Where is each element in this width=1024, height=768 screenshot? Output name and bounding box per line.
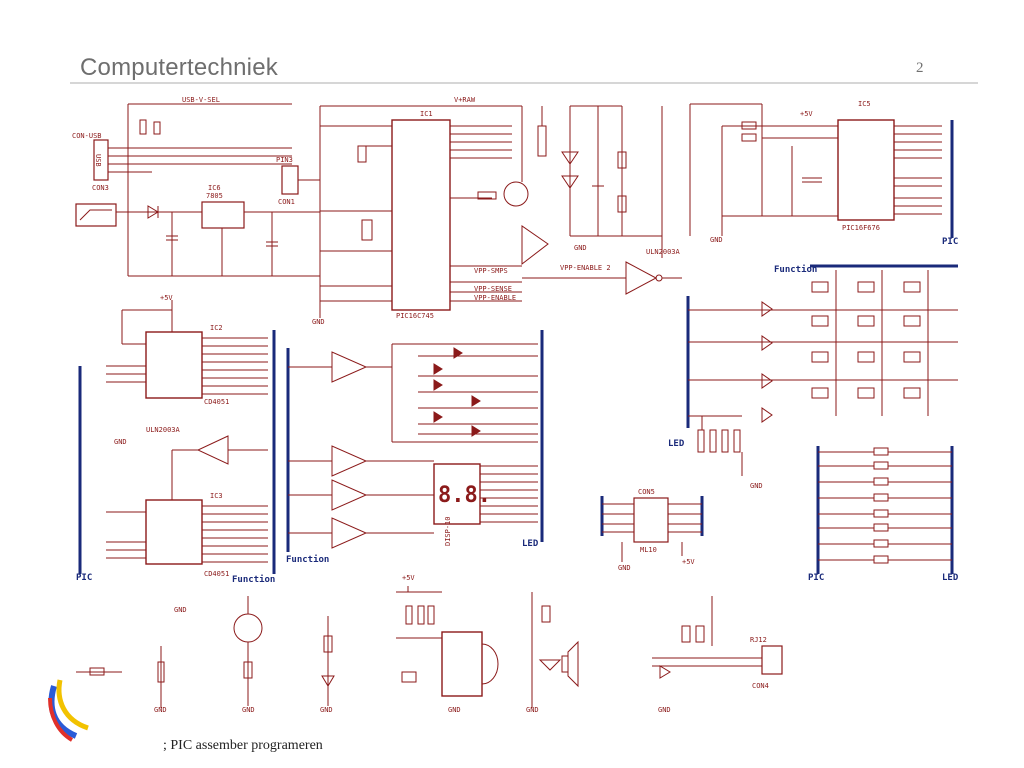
pic-bottom-right-label: PIC xyxy=(808,573,824,583)
con-usb-label: CON-USB xyxy=(72,132,102,140)
gnd-label-2: GND xyxy=(574,244,587,252)
gnd-label-4: GND xyxy=(618,564,631,572)
logo-icon xyxy=(48,679,89,742)
usb-power-section: CON-USB USB CON3 USB-V-SEL IC6 7805 PIN3… xyxy=(72,96,321,301)
slide-caption: ; PIC assember programeren xyxy=(163,738,323,753)
ic3-name: CD4051 xyxy=(204,570,229,578)
gnd-label-12: GND xyxy=(658,706,671,714)
switch-matrix: Function LED xyxy=(668,264,958,476)
gnd-label-6: GND xyxy=(174,606,187,614)
ic5-pic16f676: IC5 PIC16F676 PIC xyxy=(689,100,958,247)
gnd-label-10: GND xyxy=(448,706,461,714)
ic1-pic16c745: IC1 PIC16C745 V+RAW VPP-SMPS VPP-SENSE V… xyxy=(319,96,522,320)
ic6-label: IC6 xyxy=(208,184,221,192)
pic-right-label: PIC xyxy=(942,237,958,247)
page-number: 2 xyxy=(916,60,924,76)
led-driver-section: Function LED 8.8. DISP-10 xyxy=(286,330,544,565)
ic3-cd4051: IC3 CD4051 ULN2003A xyxy=(106,426,268,578)
vpp-sense-label: VPP-SENSE xyxy=(474,285,512,293)
ic1-label: IC1 xyxy=(420,110,433,118)
seven-segment-display: 8.8. xyxy=(438,483,491,508)
gnd-label-1: GND xyxy=(312,318,325,326)
gnd-label-7: GND xyxy=(154,706,167,714)
ic2-name: CD4051 xyxy=(204,398,229,406)
disp-label: DISP-10 xyxy=(444,516,452,546)
title-underline xyxy=(70,82,978,84)
con5-connector: CON5 ML10 xyxy=(600,488,704,562)
vplus5-label-2: +5V xyxy=(800,110,813,118)
vplus5-label-4: +5V xyxy=(682,558,695,566)
led-right-label: LED xyxy=(942,573,959,583)
vpp-enable-label: VPP-ENABLE xyxy=(474,294,516,302)
rj12-label: RJ12 xyxy=(750,636,767,644)
gnd-label-9: GND xyxy=(320,706,333,714)
con3-label: CON3 xyxy=(92,184,109,192)
vplus5-label-3: +5V xyxy=(402,574,415,582)
gnd-label-5: GND xyxy=(114,438,127,446)
con1-label: CON1 xyxy=(278,198,295,206)
led-resistor-network: PIC LED xyxy=(808,446,959,583)
gnd-label-11: GND xyxy=(526,706,539,714)
uln-left-label: ULN2003A xyxy=(146,426,181,434)
ic5-name: PIC16F676 xyxy=(842,224,880,232)
led-mid-label: LED xyxy=(668,439,685,449)
ic2-cd4051: IC2 CD4051 xyxy=(106,300,268,406)
vpp-smps-label: VPP-SMPS xyxy=(474,267,508,275)
bottom-peripherals: RJ12 CON4 xyxy=(76,586,783,708)
ic5-label: IC5 xyxy=(858,100,871,108)
con5-label: CON5 xyxy=(638,488,655,496)
function-top-label: Function xyxy=(774,264,817,275)
gnd-label-3: GND xyxy=(710,236,723,244)
vraw-label: V+RAW xyxy=(454,96,476,104)
ic1-name: PIC16C745 xyxy=(396,312,434,320)
slide-title: Computertechniek xyxy=(80,54,278,81)
con4-label: CON4 xyxy=(752,682,769,690)
uln-top-label: ULN2003A xyxy=(646,248,681,256)
ic3-label: IC3 xyxy=(210,492,223,500)
pin3-label: PIN3 xyxy=(276,156,293,164)
usb-label: USB xyxy=(94,154,102,167)
ic6-name: 7805 xyxy=(206,192,223,200)
circuit-schematic: CON-USB USB CON3 USB-V-SEL IC6 7805 PIN3… xyxy=(62,86,982,722)
smps-section: VPP-ENABLE 2 ULN2003A xyxy=(503,105,682,295)
ic2-label: IC2 xyxy=(210,324,223,332)
vpp-enable2-label: VPP-ENABLE 2 xyxy=(560,264,611,272)
gnd-label-8: GND xyxy=(242,706,255,714)
led-left-label: LED xyxy=(522,539,539,549)
function-mid-label: Function xyxy=(286,554,329,565)
usb-v-sel-label: USB-V-SEL xyxy=(182,96,220,104)
ml10-label: ML10 xyxy=(640,546,657,554)
vplus5-label-1: +5V xyxy=(160,294,173,302)
gnd-label-13: GND xyxy=(750,482,763,490)
function-left-label: Function xyxy=(232,574,275,585)
pic-left-label: PIC xyxy=(76,573,92,583)
occluded-text-line xyxy=(160,720,1000,730)
